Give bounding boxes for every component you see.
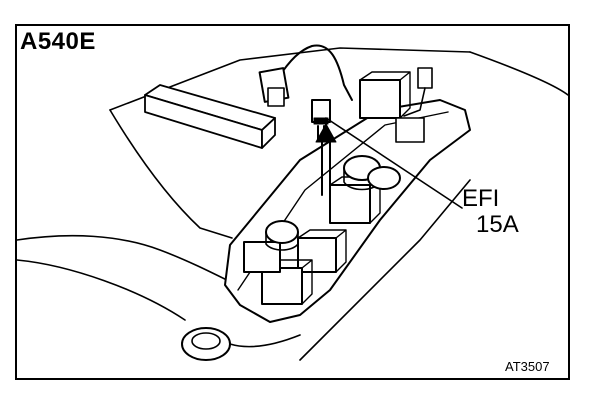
- model-label: A540E: [20, 28, 96, 55]
- figure-code: AT3507: [505, 359, 550, 374]
- body-lower: [16, 259, 186, 321]
- hood-edge: [109, 47, 471, 111]
- callout-leader: [325, 117, 463, 209]
- callout-fuse-name: EFI: [462, 185, 500, 212]
- cylinder-fuses: [265, 155, 401, 251]
- fuse-callout: EFI 15A: [462, 185, 519, 239]
- air-cleaner-box: [144, 84, 276, 149]
- side-connector: [403, 67, 433, 117]
- removal-arrow: [315, 123, 337, 196]
- body-right-lower: [299, 179, 471, 361]
- wire-connector: [258, 44, 353, 107]
- relay-block: [243, 71, 425, 305]
- hood-surface: [109, 109, 233, 239]
- grommet: [181, 327, 301, 361]
- body-right-contour: [469, 51, 569, 96]
- callout-fuse-rating: 15A: [476, 211, 519, 239]
